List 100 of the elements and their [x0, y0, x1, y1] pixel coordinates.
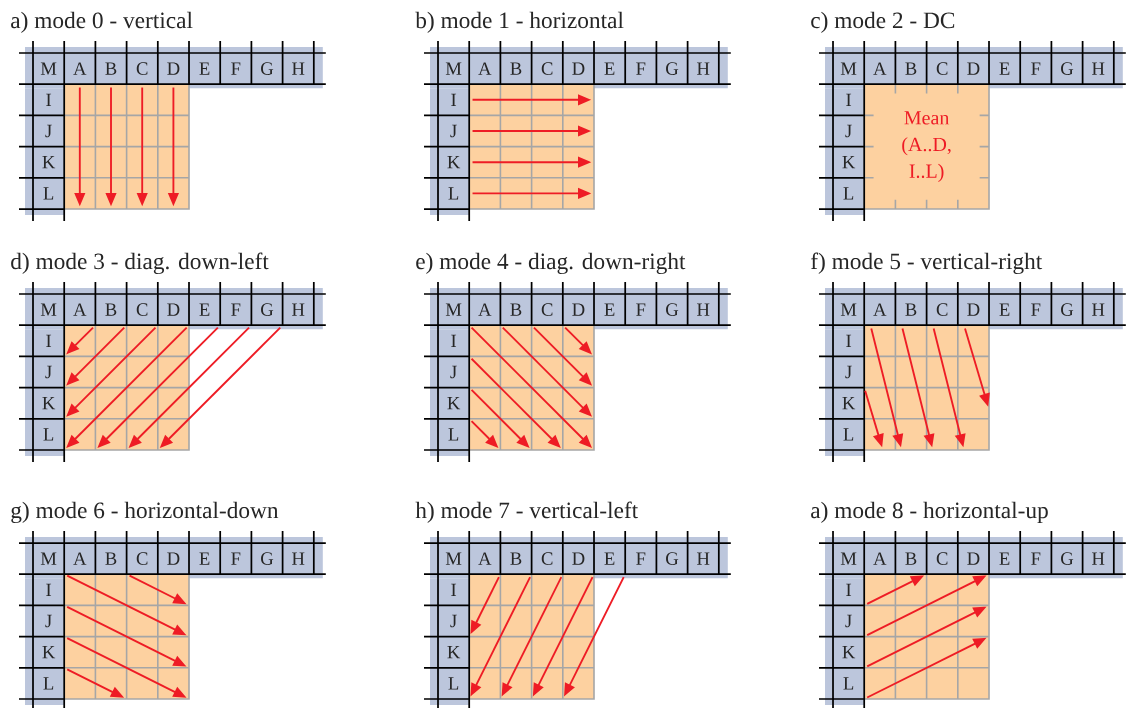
letter-label: L — [43, 677, 54, 690]
letter-label: H — [292, 62, 305, 75]
letter-label: C — [936, 62, 948, 75]
letter-label: D — [967, 303, 980, 316]
letter-label: L — [843, 428, 854, 441]
letter-label: C — [136, 552, 148, 565]
letter-label: D — [572, 303, 585, 316]
panel-title: a) mode 0 - vertical — [11, 11, 193, 33]
letter-label: D — [967, 552, 980, 565]
letter-label: F — [231, 552, 241, 565]
letter-label: A — [478, 303, 492, 316]
letter-label: H — [697, 62, 710, 75]
letter-label: F — [231, 62, 241, 75]
letter-label: E — [199, 62, 210, 75]
letter-label: M — [40, 62, 57, 75]
letter-label: B — [510, 552, 522, 565]
letter-label: E — [999, 552, 1010, 565]
letter-label: H — [292, 552, 305, 565]
letter-label: G — [666, 62, 679, 75]
letter-label: F — [1031, 62, 1041, 75]
letter-label: I — [46, 334, 52, 347]
letter-label: D — [167, 552, 180, 565]
letter-label: A — [73, 303, 87, 316]
letter-label: J — [845, 124, 852, 138]
letter-label: B — [105, 552, 117, 565]
letter-label: B — [105, 62, 117, 75]
letter-label: D — [167, 62, 180, 75]
letter-label: M — [445, 552, 462, 565]
letter-label: I — [846, 583, 852, 596]
letter-label: H — [292, 303, 305, 316]
letter-label: C — [136, 62, 148, 75]
letter-label: C — [936, 303, 948, 316]
letter-label: D — [967, 62, 980, 75]
letter-label: B — [905, 303, 917, 316]
letter-label: A — [873, 303, 887, 316]
letter-label: B — [510, 303, 522, 316]
letter-label: M — [445, 62, 462, 75]
letter-label: L — [43, 187, 54, 200]
letter-label: G — [666, 552, 679, 565]
letter-label: L — [843, 187, 854, 200]
letter-label: H — [1092, 303, 1105, 316]
letter-label: F — [636, 303, 646, 316]
letter-label: D — [572, 552, 585, 565]
letter-label: E — [199, 552, 210, 565]
letter-label: M — [40, 552, 57, 565]
letter-label: K — [447, 646, 461, 659]
letter-label: B — [105, 303, 117, 316]
letter-label: J — [845, 365, 852, 379]
letter-label: H — [697, 552, 710, 565]
letter-label: A — [478, 62, 492, 75]
letter-label: F — [636, 62, 646, 75]
letter-label: A — [873, 62, 887, 75]
letter-label: B — [905, 62, 917, 75]
letter-label: C — [136, 303, 148, 316]
panel-title: e) mode 4 - diag. down-right — [416, 252, 686, 275]
letter-label: F — [1031, 552, 1041, 565]
panel-title: h) mode 7 - vertical-left — [415, 501, 639, 523]
letter-label: K — [842, 156, 856, 169]
letter-label: G — [666, 303, 679, 316]
letter-label: K — [447, 156, 461, 169]
panel-title: g) mode 6 - horizontal-down — [11, 501, 279, 524]
letter-label: M — [840, 303, 857, 316]
letter-label: C — [541, 62, 553, 75]
panel-title: c) mode 2 - DC — [811, 11, 955, 33]
letter-label: F — [636, 552, 646, 565]
letter-label: F — [1031, 303, 1041, 316]
letter-label: E — [604, 62, 615, 75]
letter-label: K — [842, 646, 856, 659]
letter-label: F — [231, 303, 241, 316]
letter-label: E — [604, 552, 615, 565]
letter-label: G — [1061, 303, 1074, 316]
letter-label: L — [43, 428, 54, 441]
letter-label: I — [451, 334, 457, 347]
letter-label: C — [541, 552, 553, 565]
letter-label: L — [448, 187, 459, 200]
letter-label: G — [1061, 62, 1074, 75]
letter-label: A — [73, 62, 87, 75]
letter-label: H — [1092, 552, 1105, 565]
letter-label: M — [840, 62, 857, 75]
letter-label: G — [261, 552, 274, 565]
letter-label: D — [572, 62, 585, 75]
letter-label: A — [73, 552, 87, 565]
letter-label: J — [45, 124, 52, 138]
letter-label: E — [199, 303, 210, 316]
letter-label: B — [905, 552, 917, 565]
letter-label: J — [450, 614, 457, 628]
letter-label: C — [936, 552, 948, 565]
letter-label: J — [845, 614, 852, 628]
panel-title: d) mode 3 - diag. down-left — [11, 252, 269, 275]
letter-label: A — [478, 552, 492, 565]
letter-label: K — [42, 646, 56, 659]
letter-label: G — [261, 62, 274, 75]
letter-label: K — [842, 397, 856, 410]
letter-label: I — [846, 93, 852, 106]
letter-label: L — [448, 677, 459, 690]
letter-label: H — [1092, 62, 1105, 75]
letter-label: E — [999, 303, 1010, 316]
letter-label: D — [167, 303, 180, 316]
letter-label: J — [45, 614, 52, 628]
letter-label: H — [697, 303, 710, 316]
